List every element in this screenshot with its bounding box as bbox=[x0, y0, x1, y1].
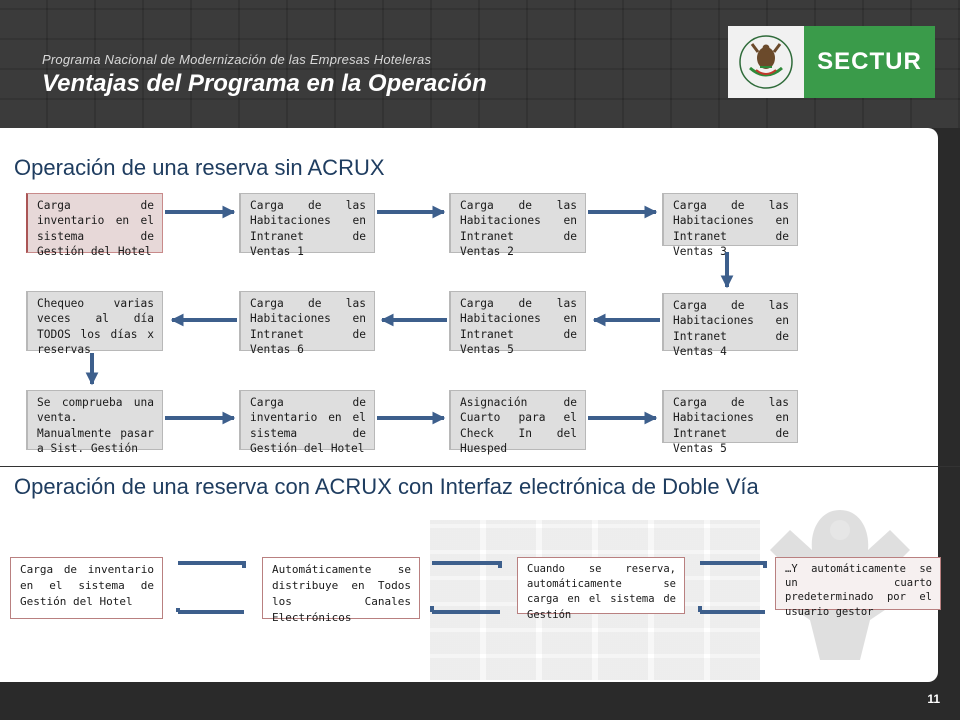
section-title-without-acrux: Operación de una reserva sin ACRUX bbox=[14, 155, 385, 180]
acrux-box-1: Carga de inventario en el sistema de Ges… bbox=[10, 557, 163, 619]
flow-box-2: Carga de las Habitaciones en Intranet de… bbox=[239, 193, 375, 258]
acrux-box-3: Cuando se reserva, automáticamente se ca… bbox=[517, 557, 685, 621]
mexico-seal bbox=[728, 26, 804, 98]
flow-box-9: Se comprueba una venta. Manualmente pasa… bbox=[26, 390, 163, 455]
flow-box-3: Carga de las Habitaciones en Intranet de… bbox=[449, 193, 586, 258]
flow-box-7: Carga de las Habitaciones en Intranet de… bbox=[449, 291, 586, 356]
slide-title: Ventajas del Programa en la Operación bbox=[42, 70, 487, 97]
section-divider bbox=[0, 466, 960, 467]
acrux-box-4: …Y automáticamente se un cuarto predeter… bbox=[775, 557, 941, 618]
flow-box-12: Carga de las Habitaciones en Intranet de… bbox=[662, 390, 798, 455]
flow-box-10: Carga de inventario en el sistema de Ges… bbox=[239, 390, 375, 455]
flow-box-1: Carga de inventario en el sistema de Ges… bbox=[26, 193, 163, 258]
logo-text: SECTUR bbox=[817, 48, 922, 75]
eagle-seal-icon bbox=[739, 35, 793, 89]
flow-box-6: Carga de las Habitaciones en Intranet de… bbox=[239, 291, 375, 356]
slide-subtitle: Programa Nacional de Modernización de la… bbox=[42, 52, 432, 67]
flow-box-5: Chequeo varias veces al día TODOS los dí… bbox=[26, 291, 163, 356]
flow-box-8: Carga de las Habitaciones en Intranet de… bbox=[662, 293, 798, 358]
flow-box-11: Asignación de Cuarto para el Check In de… bbox=[449, 390, 586, 455]
section-title-with-acrux: Operación de una reserva con ACRUX con I… bbox=[14, 474, 759, 499]
flow-box-4: Carga de las Habitaciones en Intranet de… bbox=[662, 193, 798, 258]
sectur-logo: SECTUR bbox=[728, 26, 935, 98]
page-number: 11 bbox=[927, 692, 940, 706]
acrux-box-2: Automáticamente se distribuye en Todos l… bbox=[262, 557, 420, 624]
